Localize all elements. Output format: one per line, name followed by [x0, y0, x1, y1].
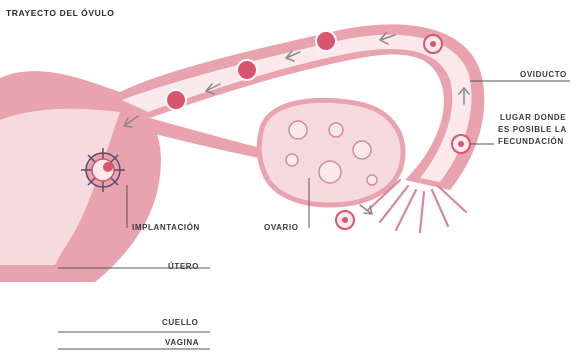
label-implantacion: IMPLANTACIÓN [132, 223, 200, 232]
ovary [259, 100, 403, 205]
label-ovario: OVARIO [264, 223, 299, 232]
ovarian-ligament [148, 118, 268, 160]
label-vagina: VAGINA [165, 338, 199, 347]
diagram-title: TRAYECTO DEL ÓVULO [6, 8, 114, 18]
label-oviducto: OVIDUCTO [520, 70, 567, 79]
label-cuello: CUELLO [162, 318, 199, 327]
label-fecundacion-line3: FECUNDACIÓN [498, 137, 564, 146]
label-fecundacion-line1: LUGAR DONDE [500, 113, 566, 122]
label-fecundacion-line2: ES POSIBLE LA [498, 125, 567, 134]
label-utero: ÚTERO [168, 262, 199, 271]
